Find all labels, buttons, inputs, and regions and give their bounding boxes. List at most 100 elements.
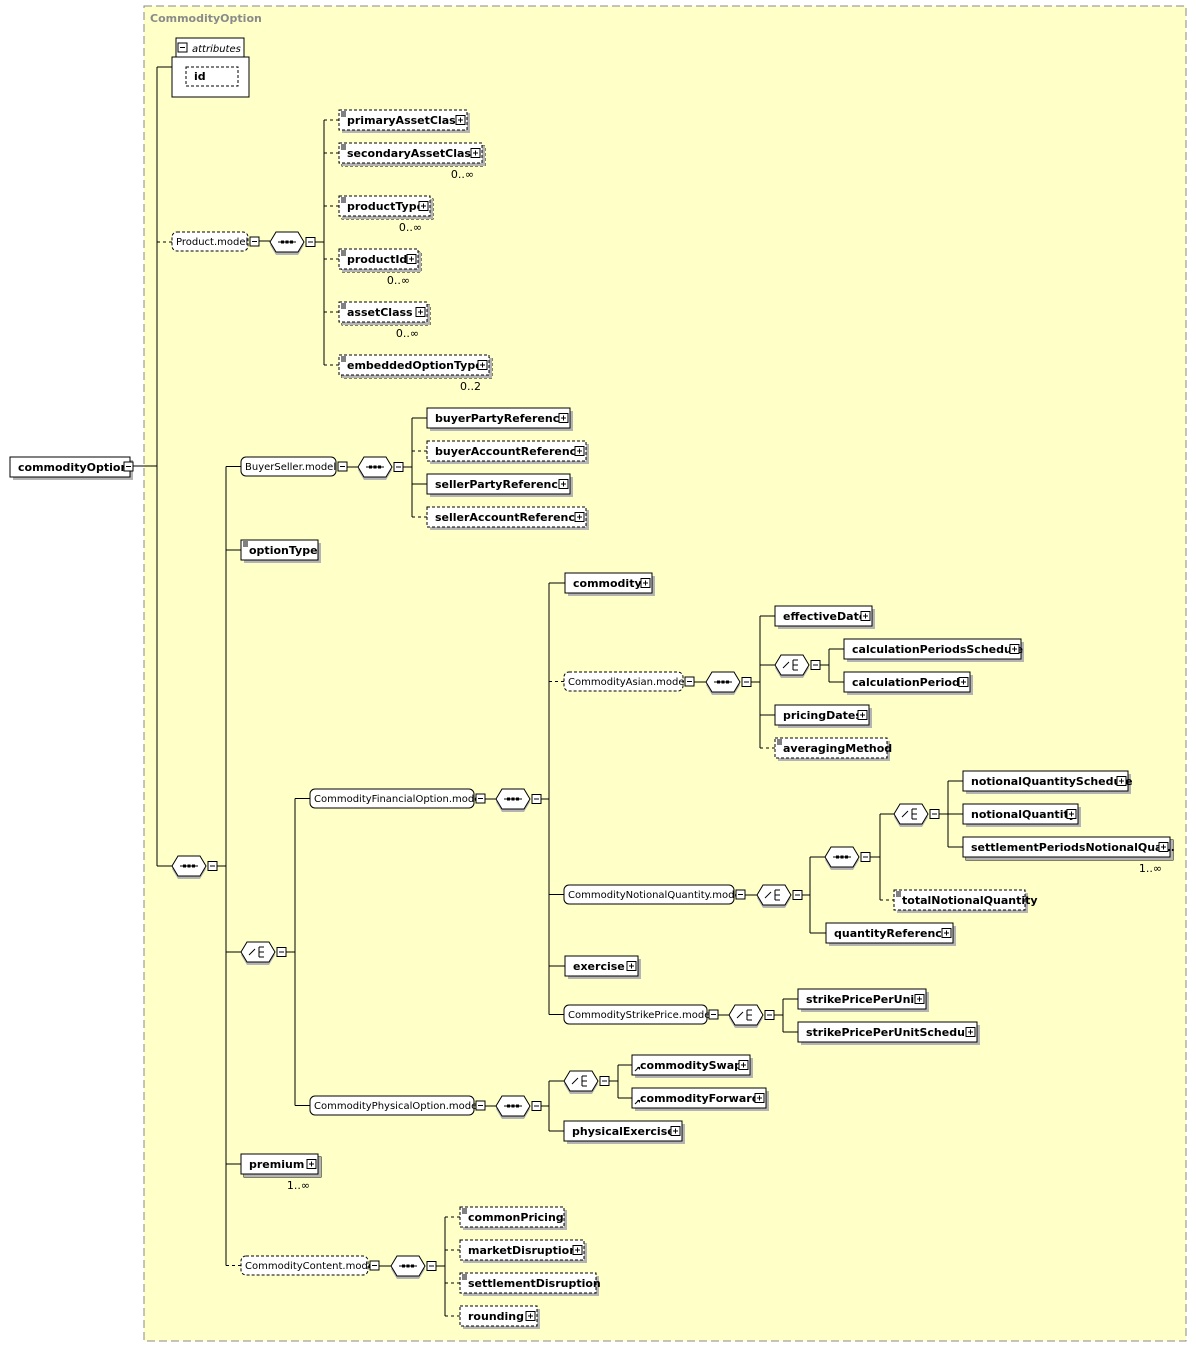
calculation-choice-collapse-icon[interactable] — [810, 660, 821, 670]
expand-commodity-icon[interactable] — [640, 578, 651, 588]
collapse-product-icon[interactable] — [249, 236, 260, 247]
element-calculationPeriods[interactable]: calculationPeriods — [843, 671, 973, 695]
collapse-buyerSeller-icon[interactable] — [337, 461, 348, 472]
element-commodity[interactable]: commodity — [564, 572, 655, 596]
asian-sequence-collapse-icon[interactable] — [741, 677, 752, 687]
physical-sequence-collapse-icon[interactable] — [531, 1101, 542, 1111]
element-sellerAccountReference[interactable]: sellerAccountReference — [426, 506, 589, 530]
collapse-content-icon[interactable] — [369, 1260, 380, 1271]
group-buyerSeller[interactable]: BuyerSeller.model — [240, 456, 337, 477]
financial-sequence-collapse-icon[interactable] — [531, 794, 542, 804]
notional-choice-collapse-icon[interactable] — [792, 890, 803, 900]
element-exercise[interactable]: exercise — [564, 955, 641, 979]
expand-pricingDates-icon[interactable] — [857, 710, 868, 720]
buyer-seller-sequence-collapse-icon[interactable] — [393, 462, 404, 472]
element-effectiveDate[interactable]: effectiveDate — [774, 605, 875, 629]
element-sellerPartyReference[interactable]: sellerPartyReference — [426, 473, 573, 497]
expand-primaryAssetClass-icon[interactable] — [455, 115, 466, 125]
physical-sequence[interactable] — [495, 1095, 531, 1119]
group-strike[interactable]: CommodityStrikePrice.model — [563, 1004, 713, 1025]
expand-commodityForward-icon[interactable] — [754, 1093, 765, 1103]
collapse-strike-icon[interactable] — [708, 1009, 719, 1020]
expand-sellerPartyReference-icon[interactable] — [558, 479, 569, 489]
expand-productId-icon[interactable] — [406, 254, 417, 264]
element-buyerPartyReference[interactable]: buyerPartyReference — [426, 407, 573, 431]
expand-physicalExercise-icon[interactable] — [670, 1126, 681, 1136]
product-sequence[interactable] — [269, 231, 305, 255]
expand-notionalQuantity-icon[interactable] — [1066, 809, 1077, 819]
element-notionalQuantity[interactable]: notionalQuantity — [962, 803, 1081, 827]
element-settlementPeriodsNotionalQuantity[interactable]: settlementPeriodsNotionalQua...1..∞ — [962, 836, 1175, 875]
group-asian[interactable]: CommodityAsian.model — [563, 671, 687, 692]
expand-buyerPartyReference-icon[interactable] — [558, 413, 569, 423]
root-element-commodityOption[interactable]: commodityOption — [9, 456, 133, 480]
expand-exercise-icon[interactable] — [626, 961, 637, 971]
collapse-root-icon[interactable] — [123, 461, 134, 472]
collapse-financial-icon[interactable] — [475, 793, 486, 804]
group-notional[interactable]: CommodityNotionalQuantity.model — [563, 884, 743, 905]
notional-inner-choice[interactable] — [893, 803, 929, 827]
expand-buyerAccountReference-icon[interactable] — [574, 446, 585, 456]
notional-choice[interactable] — [756, 884, 792, 908]
expand-sellerAccountReference-icon[interactable] — [574, 512, 585, 522]
expand-calculationPeriods-icon[interactable] — [958, 677, 969, 687]
element-totalNotionalQuantity[interactable]: totalNotionalQuantity — [893, 889, 1038, 913]
element-quantityReference[interactable]: quantityReference — [825, 922, 956, 946]
expand-effectiveDate-icon[interactable] — [860, 611, 871, 621]
element-buyerAccountReference[interactable]: buyerAccountReference — [426, 440, 589, 464]
group-physical[interactable]: CommodityPhysicalOption.model — [309, 1095, 480, 1116]
content-sequence-collapse-icon[interactable] — [426, 1261, 437, 1271]
expand-calculationPeriodsSchedule-icon[interactable] — [1009, 644, 1020, 654]
physical-choice-collapse-icon[interactable] — [599, 1076, 610, 1086]
expand-commoditySwap-icon[interactable] — [738, 1060, 749, 1070]
collapse-attributes-icon[interactable] — [177, 42, 188, 53]
expand-premium-icon[interactable] — [306, 1159, 317, 1169]
option-choice[interactable] — [240, 941, 276, 965]
expand-embeddedOptionType-icon[interactable] — [477, 360, 488, 370]
notional-sequence[interactable] — [824, 846, 860, 870]
expand-strikePricePerUnit-icon[interactable] — [914, 994, 925, 1004]
element-marketDisruption[interactable]: marketDisruption — [459, 1239, 587, 1263]
element-averagingMethod[interactable]: averagingMethod — [774, 737, 892, 761]
expand-notionalQuantitySchedule-icon[interactable] — [1116, 776, 1127, 786]
asian-sequence[interactable] — [705, 671, 741, 695]
element-calculationPeriodsSchedule[interactable]: calculationPeriodsSchedule — [843, 638, 1024, 662]
financial-sequence[interactable] — [495, 788, 531, 812]
group-financial[interactable]: CommodityFinancialOption.model — [309, 788, 483, 809]
expand-secondaryAssetClass-icon[interactable] — [470, 148, 481, 158]
option-choice-collapse-icon[interactable] — [276, 947, 287, 957]
collapse-notional-icon[interactable] — [735, 889, 746, 900]
strike-choice[interactable] — [728, 1004, 764, 1028]
product-sequence-collapse-icon[interactable] — [305, 237, 316, 247]
physical-choice[interactable] — [563, 1070, 599, 1094]
element-pricingDates[interactable]: pricingDates — [774, 704, 872, 728]
element-commoditySwap[interactable]: commoditySwap — [631, 1054, 753, 1078]
expand-quantityReference-icon[interactable] — [941, 928, 952, 938]
element-optionType[interactable]: optionType — [240, 539, 321, 563]
element-strikePricePerUnit[interactable]: strikePricePerUnit — [797, 988, 929, 1012]
notional-sequence-collapse-icon[interactable] — [860, 852, 871, 862]
element-commodityForward[interactable]: commodityForward — [631, 1087, 769, 1111]
main-sequence-collapse-icon[interactable] — [207, 861, 218, 871]
expand-settlementPeriodsNotionalQuantity-icon[interactable] — [1158, 842, 1169, 852]
expand-rounding-icon[interactable] — [525, 1311, 536, 1321]
collapse-physical-icon[interactable] — [475, 1100, 486, 1111]
main-sequence[interactable] — [171, 855, 207, 879]
expand-assetClass-icon[interactable] — [415, 307, 426, 317]
group-product[interactable]: Product.model — [171, 231, 249, 252]
element-primaryAssetClass[interactable]: primaryAssetClass — [338, 109, 470, 133]
expand-strikePricePerUnitSchedule-icon[interactable] — [965, 1027, 976, 1037]
element-commonPricing[interactable]: commonPricing — [459, 1206, 567, 1230]
element-strikePricePerUnitSchedule[interactable]: strikePricePerUnitSchedule — [797, 1021, 980, 1045]
calculation-choice[interactable] — [774, 654, 810, 678]
content-sequence[interactable] — [390, 1255, 426, 1279]
buyer-seller-sequence[interactable] — [357, 456, 393, 480]
element-physicalExercise[interactable]: physicalExercise — [563, 1120, 685, 1144]
expand-marketDisruption-icon[interactable] — [572, 1245, 583, 1255]
